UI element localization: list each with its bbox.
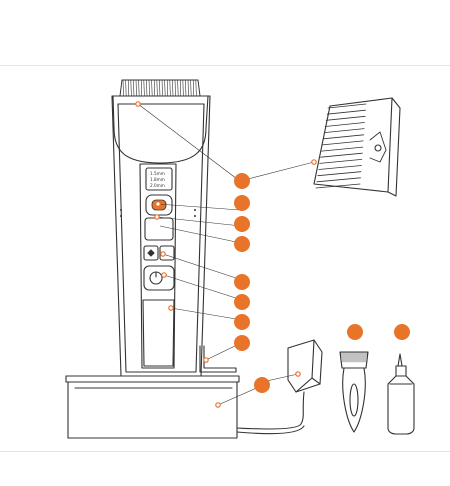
control-panel [140, 164, 176, 368]
callout-marker [234, 274, 250, 290]
callout-marker [234, 173, 250, 189]
spare-blade [314, 98, 400, 196]
callout-marker [234, 294, 250, 310]
charging-base [66, 376, 239, 438]
blade-teeth [120, 80, 200, 96]
leader-endpoints [136, 102, 316, 407]
speed-label-2: 1.8mm [150, 177, 165, 182]
clipper-body [112, 96, 210, 376]
callout-marker [254, 377, 270, 393]
speed-label-group: 1.5mm 1.8mm 2.0mm [150, 171, 165, 188]
callout-marker [234, 236, 250, 252]
oil-bottle [388, 354, 414, 434]
speed-label-3: 2.0mm [150, 183, 165, 188]
speed-label-1: 1.5mm [150, 171, 165, 176]
power-adapter [237, 340, 322, 434]
callout-marker [234, 195, 250, 211]
callout-marker [394, 324, 410, 340]
callout-marker [234, 335, 250, 351]
callout-marker [234, 314, 250, 330]
callout-marker [234, 216, 250, 232]
comb-attachment [340, 352, 368, 432]
callout-marker [347, 324, 363, 340]
